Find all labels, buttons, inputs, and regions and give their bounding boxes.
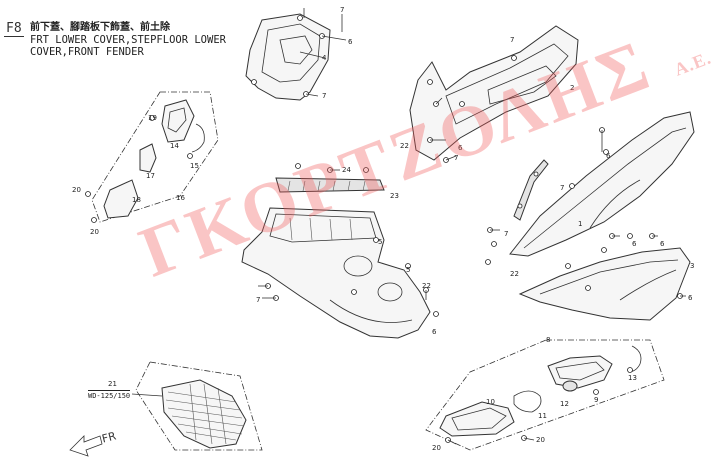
callout-6a: 6 [348, 38, 353, 46]
callout-7f: 7 [256, 296, 260, 304]
callout-3: 3 [690, 262, 694, 270]
fender-trim-strip [513, 159, 549, 221]
callout-7d: 7 [454, 154, 458, 162]
callout-6c: 6 [606, 152, 611, 160]
callout-7e: 7 [560, 184, 564, 192]
front-direction-arrow-icon [69, 435, 103, 457]
callout-18: 18 [132, 196, 141, 204]
callout-6b: 6 [458, 144, 463, 152]
callout-23: 23 [390, 192, 399, 200]
inspection-parts-group [85, 91, 219, 223]
lower-trim-parts-group [425, 339, 665, 451]
callout-21: 21 [108, 380, 117, 388]
callout-24: 24 [342, 166, 351, 174]
callout-5: 5 [378, 238, 382, 246]
front-lower-inner-cover [245, 8, 347, 101]
callout-6f: 6 [688, 294, 693, 302]
callout-22c: 22 [422, 282, 431, 290]
callout-6d: 6 [632, 240, 637, 248]
callout-15: 15 [190, 162, 199, 170]
section-code: F8 [4, 21, 24, 37]
grille-assembly [131, 361, 263, 451]
front-lower-cover [409, 25, 579, 163]
diagram-title: 前下蓋、腳踏板下飾蓋、前土除 FRT LOWER COVER,STEPFLOOR… [30, 22, 226, 58]
part-callouts: 1 2 3 4 5 5 6 6 6 6 6 6 6 7 7 7 7 7 7 7 … [72, 6, 694, 452]
callout-12: 12 [560, 400, 569, 408]
callout-7g: 7 [504, 230, 508, 238]
callout-5-second: 5 [406, 266, 410, 274]
callout-20c: 20 [432, 444, 441, 452]
callout-20b: 20 [90, 228, 99, 236]
model-note: WD-125/150 [88, 390, 131, 400]
stepfloor-lower-cover [241, 163, 439, 339]
callout-19: 19 [148, 114, 157, 122]
callout-22b: 22 [510, 270, 519, 278]
callout-4: 4 [322, 54, 327, 62]
callout-2: 2 [570, 84, 574, 92]
callout-1: 1 [578, 220, 582, 228]
callout-20d: 20 [536, 436, 545, 444]
callout-14: 14 [170, 142, 179, 150]
callout-17: 17 [146, 172, 155, 180]
front-fender [509, 111, 695, 257]
callout-7a: 7 [340, 6, 344, 14]
callout-6g: 6 [432, 328, 437, 336]
callout-7c: 7 [510, 36, 514, 44]
side-lower-cover [485, 227, 691, 321]
callout-11: 11 [538, 412, 547, 420]
callout-13: 13 [628, 374, 637, 382]
callout-16: 16 [176, 194, 185, 202]
title-english-line-1: FRT LOWER COVER,STEPFLOOR LOWER [30, 34, 226, 46]
callout-8: 8 [546, 336, 550, 344]
title-english-line-2: COVER,FRONT FENDER [30, 46, 144, 58]
callout-20a: 20 [72, 186, 81, 194]
callout-22a: 22 [400, 142, 409, 150]
title-chinese: 前下蓋、腳踏板下飾蓋、前土除 [30, 22, 170, 33]
callout-10: 10 [486, 398, 495, 406]
callout-9: 9 [594, 396, 598, 404]
callout-6e: 6 [660, 240, 665, 248]
callout-7b: 7 [322, 92, 326, 100]
